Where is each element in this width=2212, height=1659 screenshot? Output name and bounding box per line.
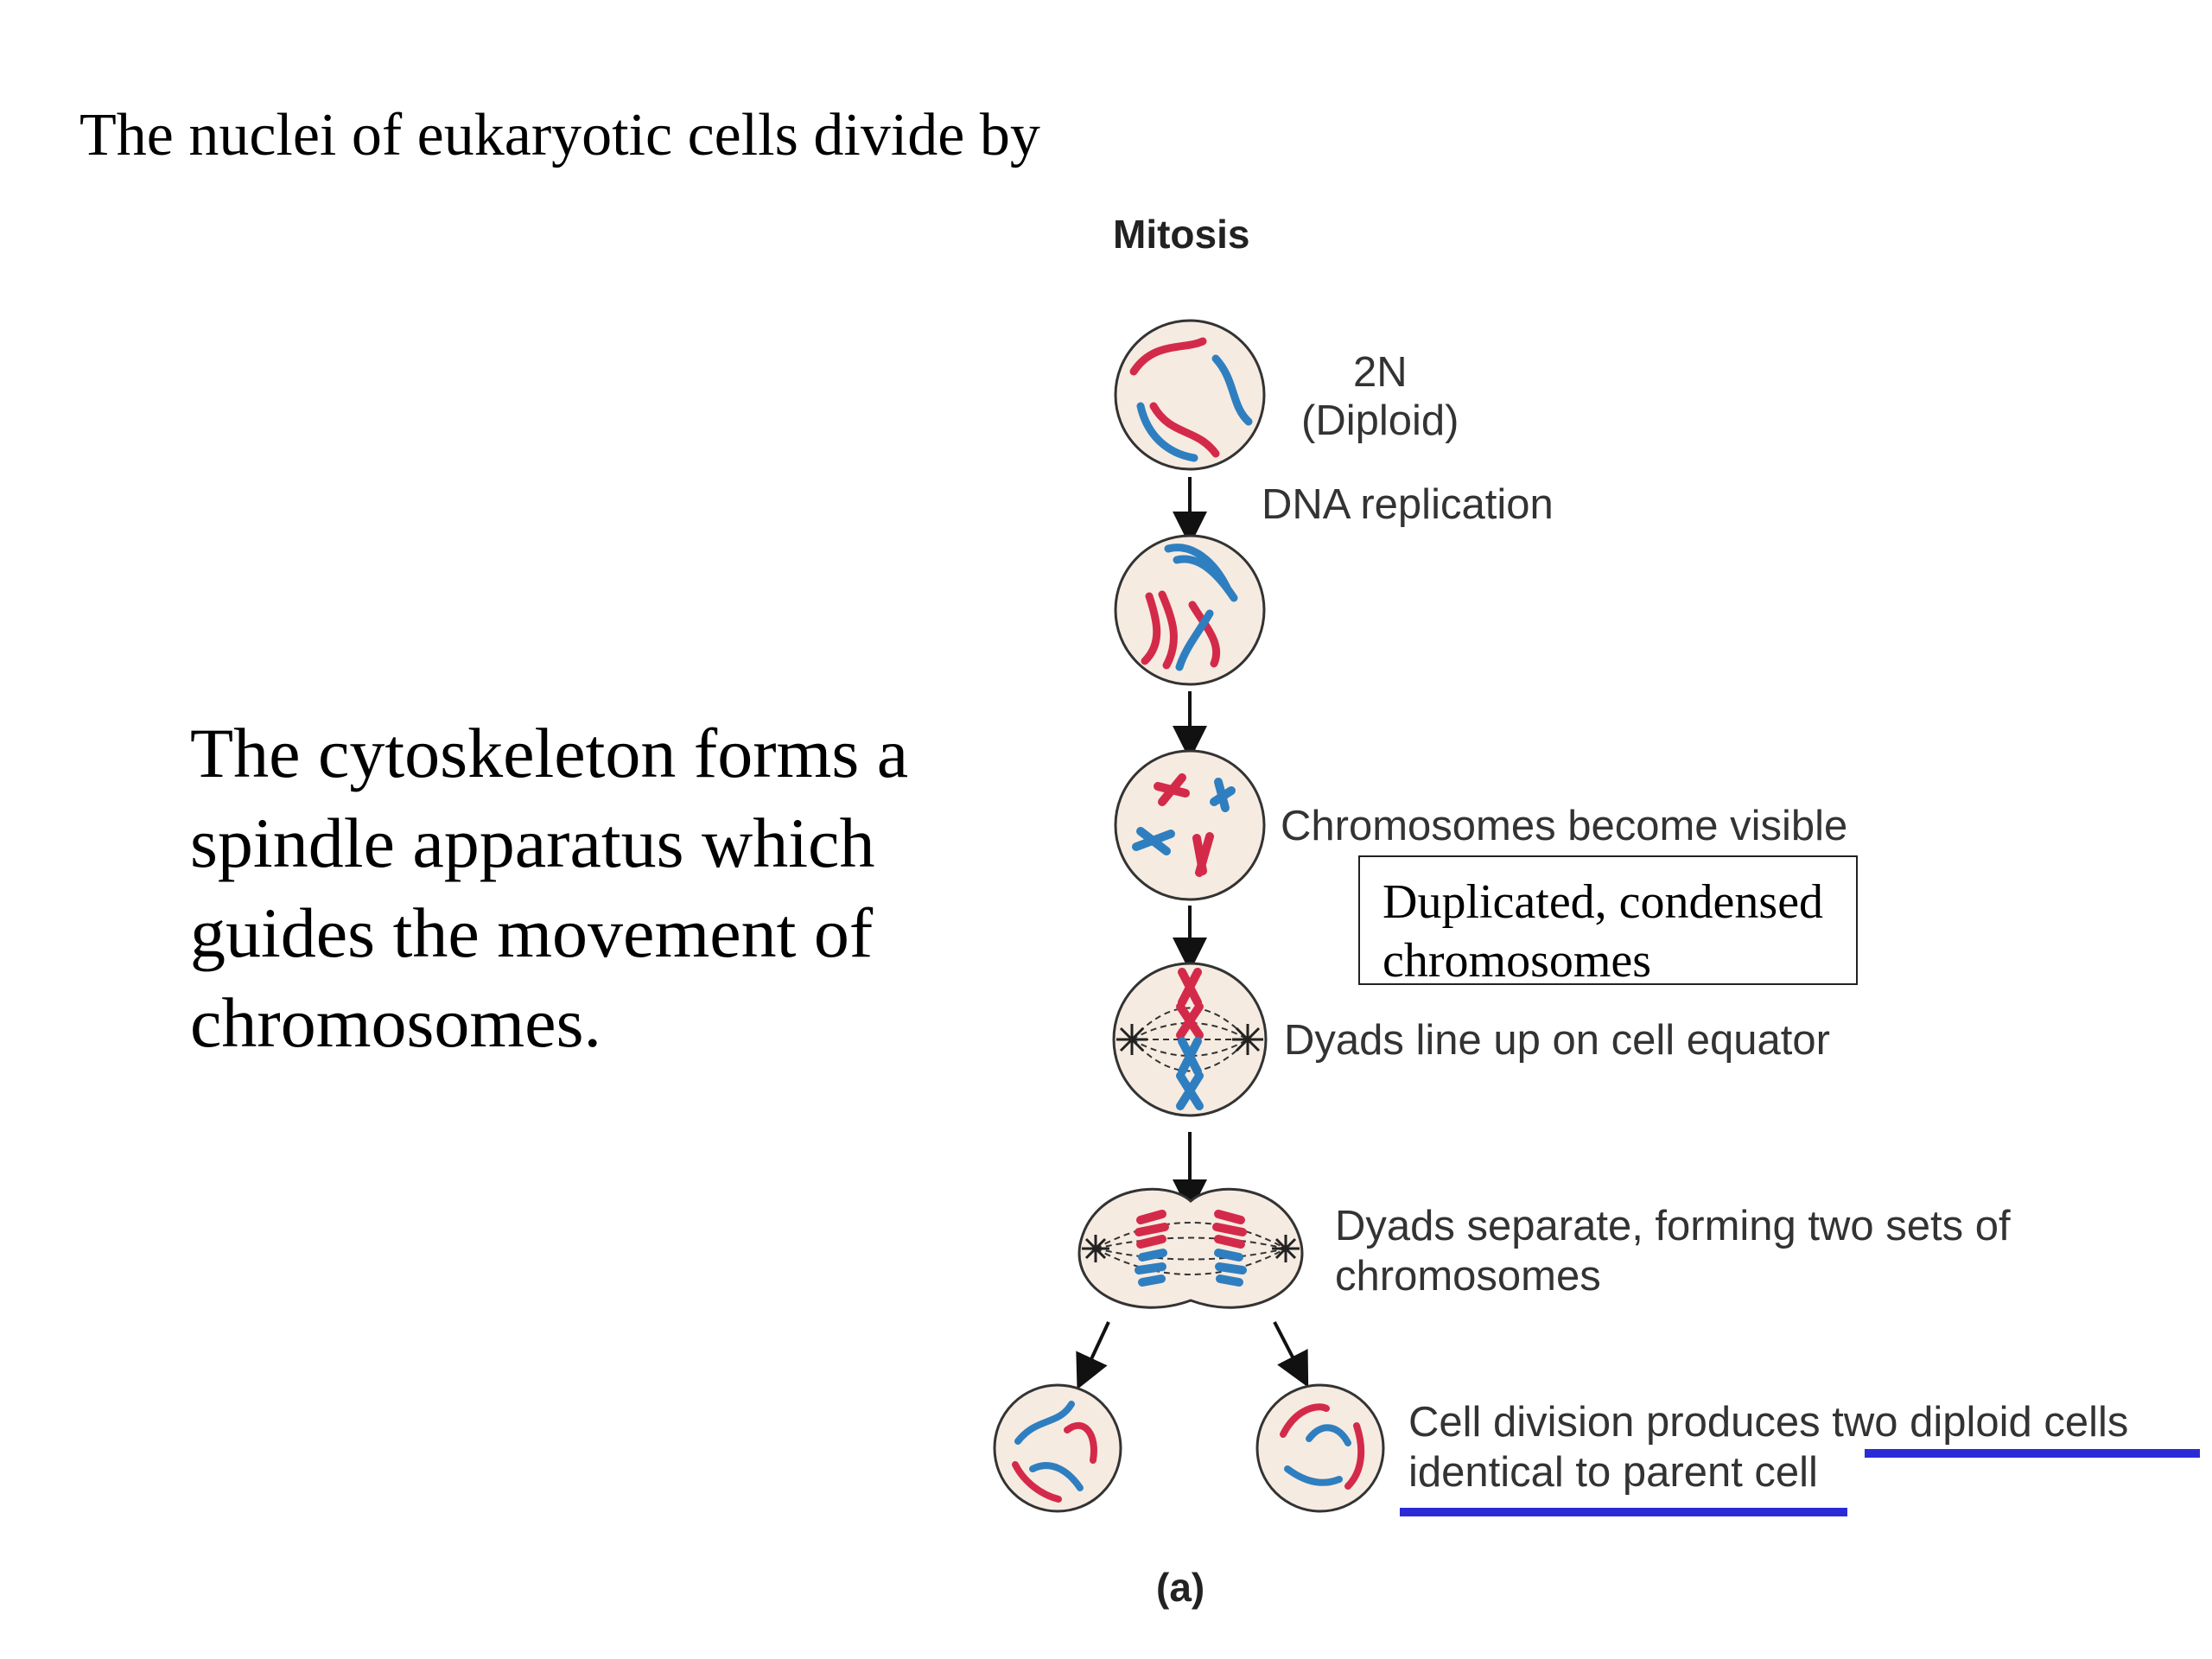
centrosome-right bbox=[1232, 1024, 1263, 1055]
maternal-chromosome bbox=[1149, 402, 1220, 458]
centrosome-right bbox=[1272, 1235, 1300, 1262]
figure-label: (a) bbox=[1156, 1565, 1205, 1610]
stage-arrows bbox=[1076, 477, 1309, 1390]
highlight-underline bbox=[1865, 1449, 2200, 1458]
body-line: guides the movement of bbox=[190, 893, 874, 972]
paternal-chromosome bbox=[1014, 1401, 1075, 1445]
cell-membrane bbox=[993, 1383, 1122, 1513]
label-part-emphasis: two diploid cells bbox=[1832, 1399, 2129, 1446]
callout-line: Duplicated, condensed bbox=[1382, 875, 1824, 929]
label-dyads-separate: Dyads separate, forming two sets of chro… bbox=[1335, 1201, 2011, 1301]
label-cell-division: Cell division produces two diploid cells… bbox=[1408, 1397, 2128, 1497]
label-line: Dyads separate, forming two sets of bbox=[1335, 1203, 2011, 1249]
label-dyads-line-up: Dyads line up on cell equator bbox=[1284, 1017, 1830, 1064]
label-line: Cell division produces two diploid cells bbox=[1408, 1397, 2128, 1447]
label-dna-replication: DNA replication bbox=[1262, 481, 1554, 528]
arrow-left-daughter bbox=[1076, 1321, 1110, 1390]
paternal-chromosome bbox=[1284, 1465, 1343, 1486]
label-part: Cell division produces bbox=[1408, 1399, 1833, 1446]
spindle-fibers bbox=[1095, 1222, 1287, 1275]
callout-line: chromosomes bbox=[1382, 934, 1652, 988]
callout-box: Duplicated, condensed chromosomes bbox=[1358, 855, 1858, 988]
spindle-fibers bbox=[1131, 1007, 1249, 1072]
daughter-cell-right bbox=[1255, 1383, 1385, 1513]
paternal-chromatid bbox=[1173, 555, 1238, 602]
maternal-dyad bbox=[1178, 968, 1202, 1007]
paternal-chromosome bbox=[1306, 1424, 1351, 1446]
maternal-chromosome bbox=[1192, 832, 1214, 877]
paternal-chromatid bbox=[1175, 609, 1214, 671]
paternal-chromosome-set bbox=[1135, 1249, 1167, 1287]
paternal-chromosome-set bbox=[1214, 1249, 1247, 1287]
paternal-chromosome bbox=[1211, 354, 1253, 426]
maternal-chromosome-set bbox=[1212, 1210, 1247, 1249]
maternal-chromatid bbox=[1188, 601, 1221, 668]
cell-metaphase bbox=[1112, 962, 1268, 1117]
paternal-chromosome bbox=[1210, 778, 1236, 812]
paternal-dyad bbox=[1176, 1071, 1204, 1110]
maternal-chromosome bbox=[1154, 773, 1190, 806]
arrow-right-daughter bbox=[1273, 1321, 1309, 1388]
body-line: The cytoskeleton forms a bbox=[190, 714, 909, 792]
centrosome-left bbox=[1082, 1235, 1109, 1262]
daughter-cell-left bbox=[993, 1383, 1122, 1513]
label-line: identical to parent cell bbox=[1408, 1449, 1818, 1496]
maternal-chromosome-set bbox=[1135, 1210, 1169, 1249]
cell-diploid bbox=[1114, 319, 1266, 471]
diagram-title: Mitosis bbox=[1113, 212, 1250, 257]
label-ploidy: 2N bbox=[1353, 349, 1408, 396]
cell-condensed bbox=[1114, 749, 1266, 901]
maternal-chromosome bbox=[1129, 337, 1207, 376]
paternal-chromosome bbox=[1029, 1462, 1084, 1491]
paternal-chromosome bbox=[1136, 402, 1198, 462]
body-line: spindle apparatus which bbox=[190, 804, 875, 882]
slide-body-text: The cytoskeleton forms a spindle apparat… bbox=[190, 709, 1011, 1068]
maternal-dyad bbox=[1176, 1002, 1204, 1039]
label-line: chromosomes bbox=[1335, 1253, 1601, 1300]
cell-membrane bbox=[1077, 1187, 1304, 1309]
maternal-chromatid bbox=[1158, 590, 1178, 670]
body-line: chromosomes. bbox=[190, 983, 601, 1062]
centrosome-left bbox=[1116, 1024, 1147, 1055]
maternal-chromatid bbox=[1141, 592, 1161, 665]
cell-anaphase bbox=[1077, 1187, 1304, 1309]
label-chromosomes-visible: Chromosomes become visible bbox=[1281, 803, 1848, 849]
maternal-chromosome bbox=[1012, 1461, 1062, 1503]
highlight-underline bbox=[1400, 1508, 1847, 1516]
slide-heading: The nuclei of eukaryotic cells divide by bbox=[79, 102, 1040, 168]
paternal-chromosome bbox=[1132, 827, 1175, 855]
cell-membrane bbox=[1114, 749, 1266, 901]
maternal-chromosome bbox=[1064, 1421, 1097, 1464]
maternal-chromosome bbox=[1280, 1403, 1330, 1438]
paternal-dyad bbox=[1178, 1037, 1202, 1076]
label-ploidy-sub: (Diploid) bbox=[1301, 397, 1459, 444]
maternal-chromosome bbox=[1344, 1422, 1365, 1490]
cell-replicated bbox=[1114, 534, 1266, 686]
